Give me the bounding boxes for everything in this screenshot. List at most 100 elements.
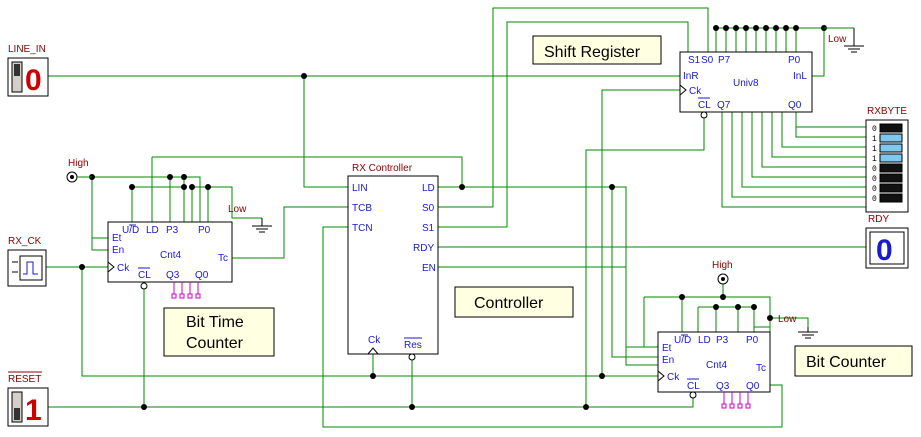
svg-text:S0: S0 <box>701 55 714 66</box>
svg-text:TCB: TCB <box>352 203 372 214</box>
svg-text:P0: P0 <box>788 55 801 66</box>
svg-text:Bit Counter: Bit Counter <box>806 354 887 371</box>
rxbyte-bit-led <box>879 193 903 203</box>
svg-text:P3: P3 <box>716 335 729 346</box>
svg-text:Univ8: Univ8 <box>733 78 759 89</box>
svg-text:Q0: Q0 <box>788 100 802 111</box>
svg-text:Controller: Controller <box>474 295 544 312</box>
rxbyte-bit-value: 0 <box>872 175 877 184</box>
svg-text:U/D: U/D <box>122 225 139 236</box>
low-ground-2: Low <box>824 27 864 53</box>
junction-dots <box>79 25 827 410</box>
note-controller: Controller <box>454 286 574 318</box>
svg-text:CL: CL <box>687 381 700 392</box>
rxbyte-bit-value: 0 <box>872 195 877 204</box>
note-bit-counter: Bit Counter <box>794 345 913 377</box>
rxbyte-bit-led <box>879 143 903 153</box>
high-source-2: High <box>712 260 733 285</box>
svg-text:Low: Low <box>828 34 847 45</box>
svg-text:LD: LD <box>698 335 711 346</box>
svg-text:P0: P0 <box>198 225 211 236</box>
svg-text:RDY: RDY <box>413 243 434 254</box>
line-in-label: LINE_IN <box>8 44 46 55</box>
svg-text:Low: Low <box>228 204 247 215</box>
svg-text:Q3: Q3 <box>166 270 180 281</box>
probe-pins <box>721 392 751 409</box>
svg-text:S1: S1 <box>422 223 435 234</box>
svg-text:Q7: Q7 <box>717 100 731 111</box>
svg-text:Bit Time: Bit Time <box>186 314 244 331</box>
clock-icon <box>12 255 43 281</box>
svg-text:Cnt4: Cnt4 <box>160 250 182 261</box>
svg-text:Ck: Ck <box>667 372 680 383</box>
rxbyte-bit-led <box>879 183 903 193</box>
line-in-value: 0 <box>25 64 42 97</box>
svg-text:Ck: Ck <box>117 263 130 274</box>
svg-text:Res: Res <box>404 340 422 351</box>
rxbyte-bit-led <box>879 153 903 163</box>
svg-text:Et: Et <box>112 233 122 244</box>
rxbyte-bit-led <box>879 163 903 173</box>
svg-text:CL: CL <box>138 270 151 281</box>
rdy-value: 0 <box>876 234 893 267</box>
svg-text:En: En <box>662 355 674 366</box>
rxbyte-bit-value: 0 <box>872 165 877 174</box>
svg-text:Ck: Ck <box>689 86 702 97</box>
reset-label: RESET <box>8 374 41 385</box>
low-ground-1: Low <box>228 204 272 233</box>
svg-text:Tc: Tc <box>756 363 766 374</box>
rx-ck-source[interactable]: RX_CK <box>7 236 47 287</box>
svg-text:InR: InR <box>683 71 699 82</box>
rxbyte-bit-led <box>879 133 903 143</box>
svg-text:TCN: TCN <box>352 223 373 234</box>
note-bit-time-counter: Bit Time Counter <box>163 307 275 357</box>
bit-counter[interactable]: U/D LD P3 P0 Et En Cnt4 Tc Ck CL Q3 Q0 <box>657 331 771 409</box>
rxbyte-label: RXBYTE <box>867 106 907 117</box>
rdy-label: RDY <box>868 214 889 225</box>
high-source-1: High <box>66 158 92 183</box>
svg-text:U/D: U/D <box>674 335 691 346</box>
svg-text:Counter: Counter <box>186 335 244 352</box>
rxbyte-bit-value: 0 <box>872 185 877 194</box>
svg-text:Q3: Q3 <box>716 381 730 392</box>
probe-pins <box>171 282 201 299</box>
svg-text:S0: S0 <box>422 203 435 214</box>
shift-register[interactable]: S1 S0 P7 P0 InR InL Univ8 Ck CL Q7 Q0 <box>679 51 813 119</box>
svg-text:Shift Register: Shift Register <box>544 44 641 61</box>
svg-text:LIN: LIN <box>352 183 368 194</box>
reset-switch[interactable]: RESET 1 <box>7 371 49 427</box>
svg-text:Tc: Tc <box>218 253 228 264</box>
svg-text:S1: S1 <box>688 55 701 66</box>
svg-text:Cnt4: Cnt4 <box>706 360 728 371</box>
low-ground-3: Low <box>778 314 818 339</box>
svg-text:High: High <box>712 260 733 271</box>
reset-value: 1 <box>25 394 42 427</box>
rxbyte-bit-led <box>879 173 903 183</box>
svg-text:P7: P7 <box>718 55 731 66</box>
svg-text:CL: CL <box>698 100 711 111</box>
rxbyte-bit-led <box>879 123 903 133</box>
bit-time-counter[interactable]: U/D LD P3 P0 Et En Ck Cnt4 Tc CL Q3 Q0 <box>107 221 233 299</box>
svg-text:LD: LD <box>146 225 159 236</box>
svg-text:Low: Low <box>778 314 797 325</box>
rxbyte-bit-value: 0 <box>872 125 877 134</box>
rxbyte-bit-value: 1 <box>872 145 877 154</box>
wires <box>46 7 866 428</box>
svg-text:High: High <box>68 158 89 169</box>
rx-ck-label: RX_CK <box>8 236 42 247</box>
svg-text:P0: P0 <box>746 335 759 346</box>
svg-text:LD: LD <box>422 183 435 194</box>
svg-text:P3: P3 <box>166 225 179 236</box>
rdy-indicator: RDY 0 <box>865 214 909 269</box>
rxbyte-bit-value: 1 <box>872 155 877 164</box>
rx-controller[interactable]: RX Controller LIN TCB TCN LD S0 S1 RDY E… <box>347 163 439 361</box>
svg-text:En: En <box>112 245 124 256</box>
svg-text:Ck: Ck <box>368 335 381 346</box>
svg-text:EN: EN <box>422 263 436 274</box>
svg-text:Et: Et <box>662 343 672 354</box>
rx-controller-title: RX Controller <box>352 163 413 174</box>
line-in-switch[interactable]: LINE_IN 0 <box>7 44 49 97</box>
